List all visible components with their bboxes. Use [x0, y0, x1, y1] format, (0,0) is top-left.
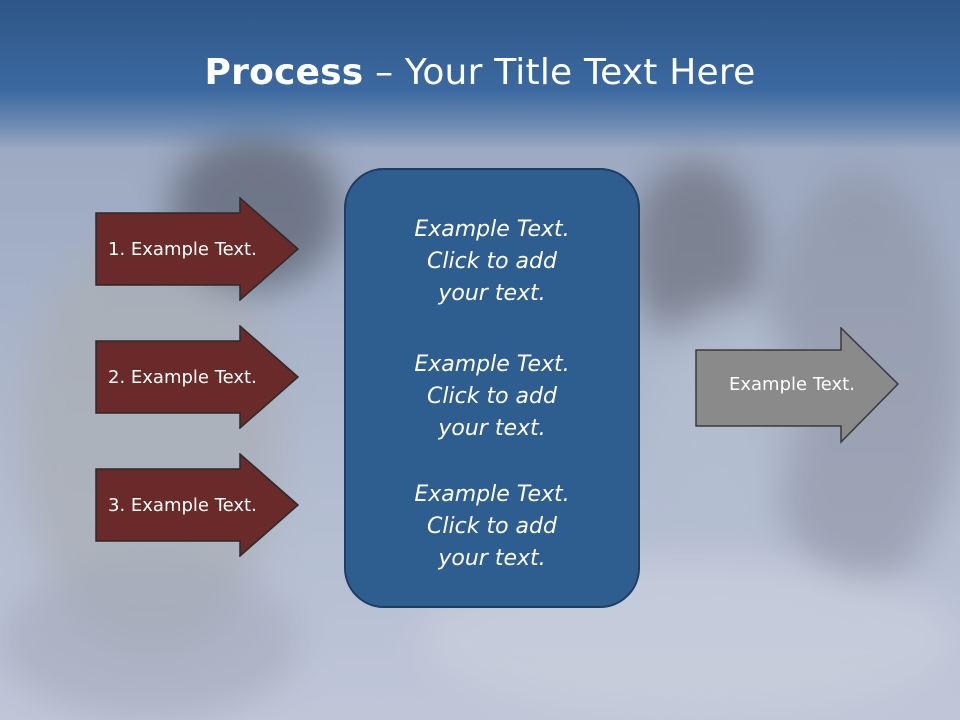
- center-block-1: Example Text. Click to add your text.: [346, 214, 638, 310]
- block-3-line-3: your text.: [438, 546, 546, 571]
- center-text-box[interactable]: Example Text. Click to add your text. Ex…: [344, 168, 640, 608]
- slide-title[interactable]: Process – Your Title Text Here: [0, 52, 960, 93]
- output-arrow[interactable]: Example Text.: [695, 327, 900, 445]
- process-arrow-2[interactable]: 2. Example Text.: [95, 325, 299, 429]
- block-3-line-2: Click to add: [427, 514, 557, 539]
- title-bold: Process: [204, 52, 364, 93]
- arrow-shape-2: [95, 325, 299, 429]
- block-2-line-3: your text.: [438, 416, 546, 441]
- block-1-line-2: Click to add: [427, 249, 557, 274]
- arrow-label-3: 3. Example Text.: [108, 494, 257, 516]
- output-arrow-shape: [695, 327, 900, 444]
- title-bar: Process – Your Title Text Here: [0, 0, 960, 150]
- block-1-line-1: Example Text.: [414, 217, 570, 242]
- block-2-line-1: Example Text.: [414, 352, 570, 377]
- process-arrow-1[interactable]: 1. Example Text.: [95, 197, 299, 301]
- title-rest: – Your Title Text Here: [363, 52, 756, 93]
- arrow-shape-1: [95, 197, 299, 301]
- process-arrow-3[interactable]: 3. Example Text.: [95, 453, 299, 557]
- arrow-label-1: 1. Example Text.: [108, 238, 257, 260]
- center-block-2: Example Text. Click to add your text.: [346, 349, 638, 445]
- bg-foreground: [0, 560, 300, 720]
- block-3-line-1: Example Text.: [414, 482, 570, 507]
- block-1-line-3: your text.: [438, 281, 546, 306]
- arrow-shape-3: [95, 453, 299, 557]
- arrow-label-2: 2. Example Text.: [108, 366, 257, 388]
- block-2-line-2: Click to add: [427, 384, 557, 409]
- center-block-3: Example Text. Click to add your text.: [346, 479, 638, 575]
- output-arrow-label: Example Text.: [729, 373, 855, 395]
